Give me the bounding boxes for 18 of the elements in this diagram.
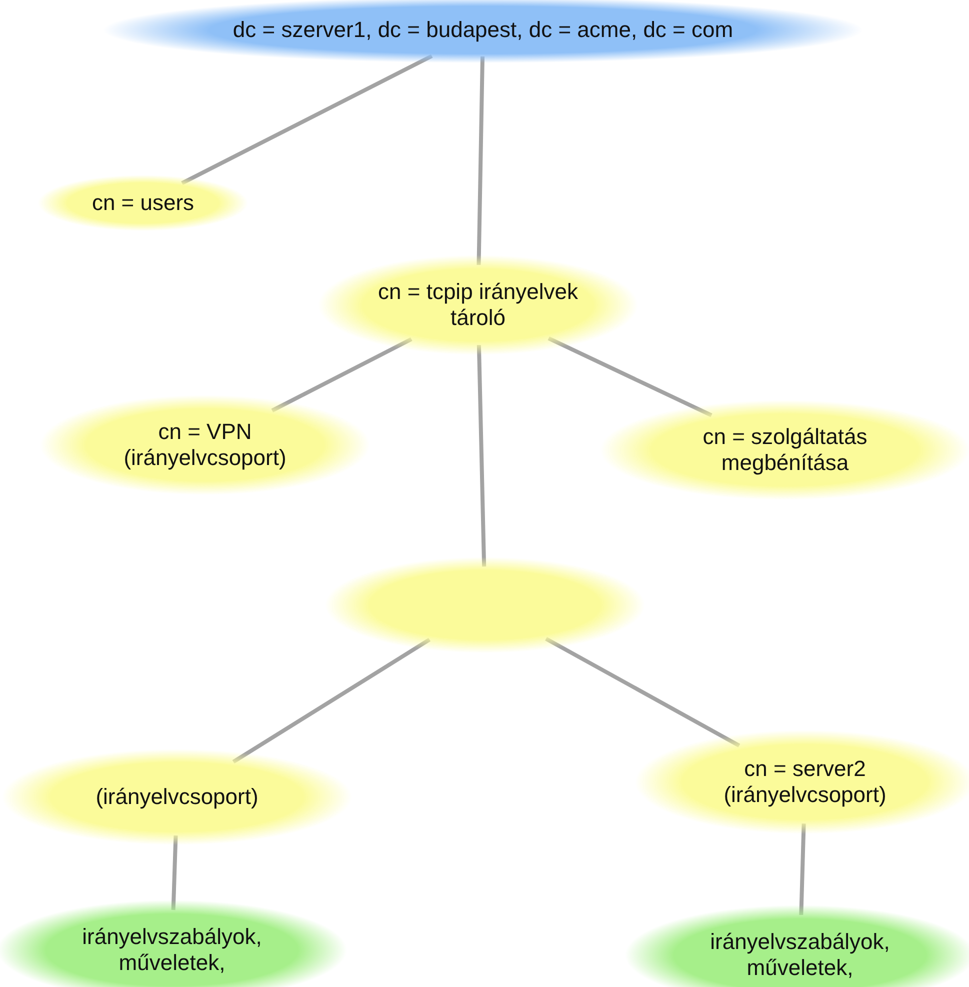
connector-line <box>232 638 431 764</box>
node-label: irányelvszabályok, műveletek, <box>81 924 263 976</box>
connector-line <box>271 337 412 412</box>
connector-line <box>476 56 485 266</box>
node-label: dc = szerver1, dc = budapest, dc = acme, dc = com <box>232 17 734 43</box>
connector-line <box>545 637 740 748</box>
node-label: cn = VPN (irányelvcsoport) <box>122 419 288 471</box>
node-label: (irányelvcsoport) <box>96 784 258 810</box>
node-label: cn = szolgáltatás megbénítása <box>702 424 868 476</box>
connector-line <box>548 336 712 418</box>
node-label: cn = tcpip irányelvek tároló <box>377 279 579 331</box>
node-label: irányelvszabályok, műveletek, <box>709 929 891 981</box>
connector-line <box>181 54 433 185</box>
node-label: cn = server2 (irányelvcsoport) <box>722 756 888 808</box>
connector-line <box>799 824 806 916</box>
connector-line <box>171 835 178 910</box>
connector-line <box>476 344 486 567</box>
node-label: cn = users <box>92 190 194 216</box>
